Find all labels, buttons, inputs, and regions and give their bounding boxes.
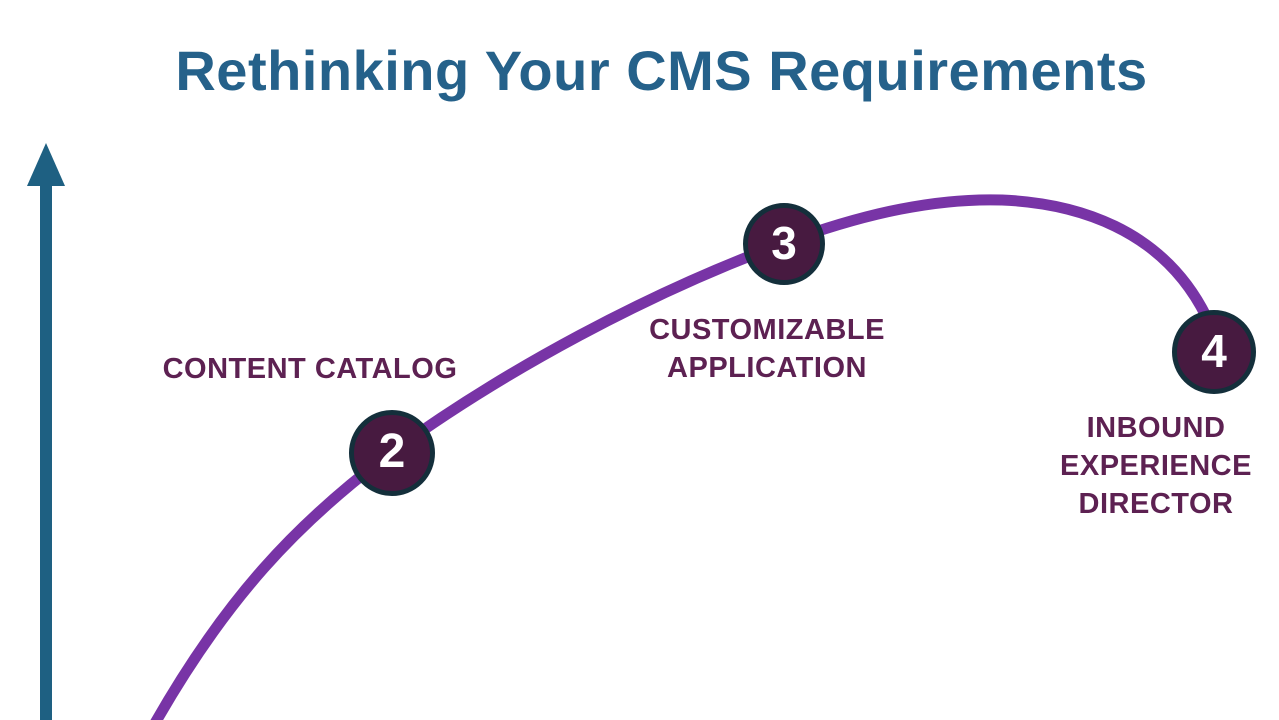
y-axis-line [40,178,52,720]
node-4-label: INBOUND EXPERIENCE DIRECTOR [1060,412,1252,520]
node-2-circle: 2 [349,410,435,496]
node-4-circle: 4 [1172,310,1256,394]
y-axis-arrowhead-icon [27,143,65,186]
node-3-label: CUSTOMIZABLE APPLICATION [649,314,885,384]
node-3-circle: 3 [743,203,825,285]
node-2-label: CONTENT CATALOG [162,353,458,385]
maturity-curve-path [150,194,1212,720]
slide-title: Rethinking Your CMS Requirements [175,39,1148,102]
node-2-number: 2 [378,425,406,478]
node-4-number: 4 [1201,325,1227,377]
y-axis-arrow [27,143,65,720]
node-3-number: 3 [771,217,797,269]
